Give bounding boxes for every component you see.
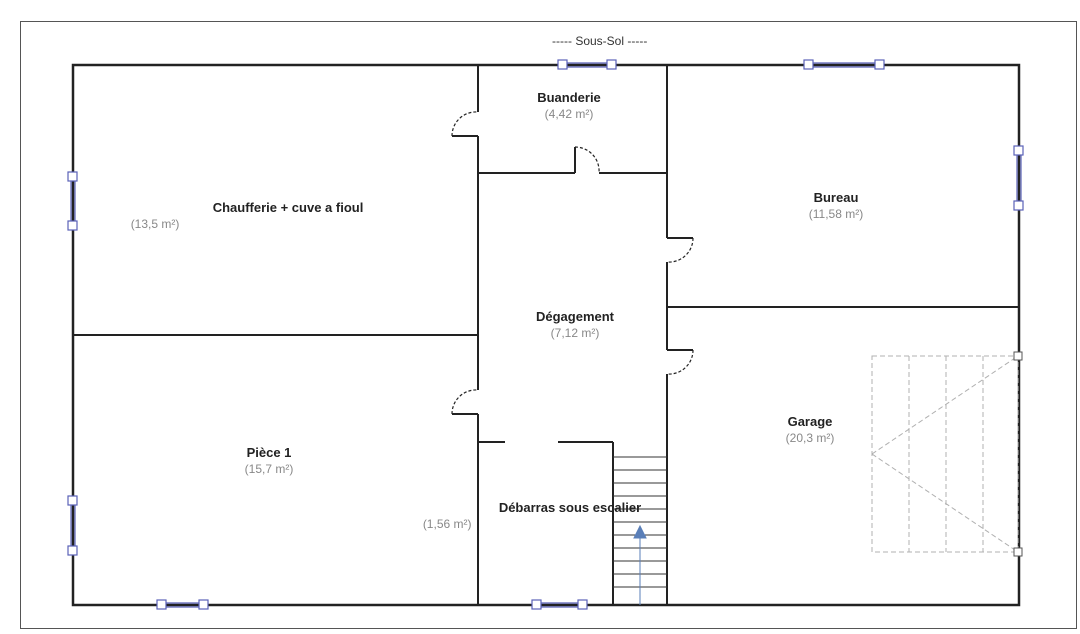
room-name: Dégagement xyxy=(535,309,615,324)
windows xyxy=(67,59,1024,610)
doors xyxy=(451,111,694,415)
floor-title-text: Sous-Sol xyxy=(575,34,625,48)
window-chaufferie xyxy=(67,171,78,231)
garage-ramp-markers xyxy=(1013,351,1023,557)
room-bureau: Bureau (11,58 m²) xyxy=(809,190,863,221)
room-debarras: Débarras sous escalier (1,56 m²) xyxy=(423,500,642,531)
garage-ramp xyxy=(871,355,1019,553)
room-garage: Garage (20,3 m²) xyxy=(786,414,835,445)
stair-arrow-icon xyxy=(633,524,647,539)
room-name: Pièce 1 xyxy=(246,445,292,460)
plan-frame xyxy=(20,21,1077,629)
room-area: (7,12 m²) xyxy=(550,326,600,340)
room-piece1: Pièce 1 (15,7 m²) xyxy=(245,445,294,476)
door-piece1 xyxy=(451,389,479,415)
door-bureau xyxy=(666,237,694,263)
room-name: Garage xyxy=(787,414,833,429)
room-chaufferie: Chaufferie + cuve a fioul (13,5 m²) xyxy=(131,200,364,231)
room-name: Buanderie xyxy=(537,90,601,105)
door-chaufferie xyxy=(451,111,479,137)
window-buanderie xyxy=(557,59,617,70)
door-buanderie xyxy=(574,146,600,174)
window-bureau-right xyxy=(1013,145,1024,211)
floor-title: ----- Sous-Sol ----- xyxy=(552,34,648,48)
door-garage xyxy=(666,349,694,375)
room-name: Chaufferie + cuve a fioul xyxy=(212,200,364,215)
staircase xyxy=(613,456,667,605)
window-piece1-bottom xyxy=(156,599,209,610)
room-area: (20,3 m²) xyxy=(785,431,835,445)
room-area: (11,58 m²) xyxy=(808,207,864,221)
room-degagement: Dégagement (7,12 m²) xyxy=(536,309,614,340)
interior-walls xyxy=(73,65,1019,605)
room-area: (15,7 m²) xyxy=(244,462,294,476)
room-name: Débarras sous escalier xyxy=(498,500,642,515)
window-bureau-top xyxy=(803,59,885,70)
room-buanderie: Buanderie (4,42 m²) xyxy=(537,90,601,121)
room-name: Bureau xyxy=(813,190,859,205)
room-area: (13,5 m²) xyxy=(130,217,180,231)
window-debarras-bottom xyxy=(531,599,588,610)
room-area: (1,56 m²) xyxy=(422,517,472,531)
room-area: (4,42 m²) xyxy=(544,107,594,121)
window-piece1-left xyxy=(67,495,78,556)
